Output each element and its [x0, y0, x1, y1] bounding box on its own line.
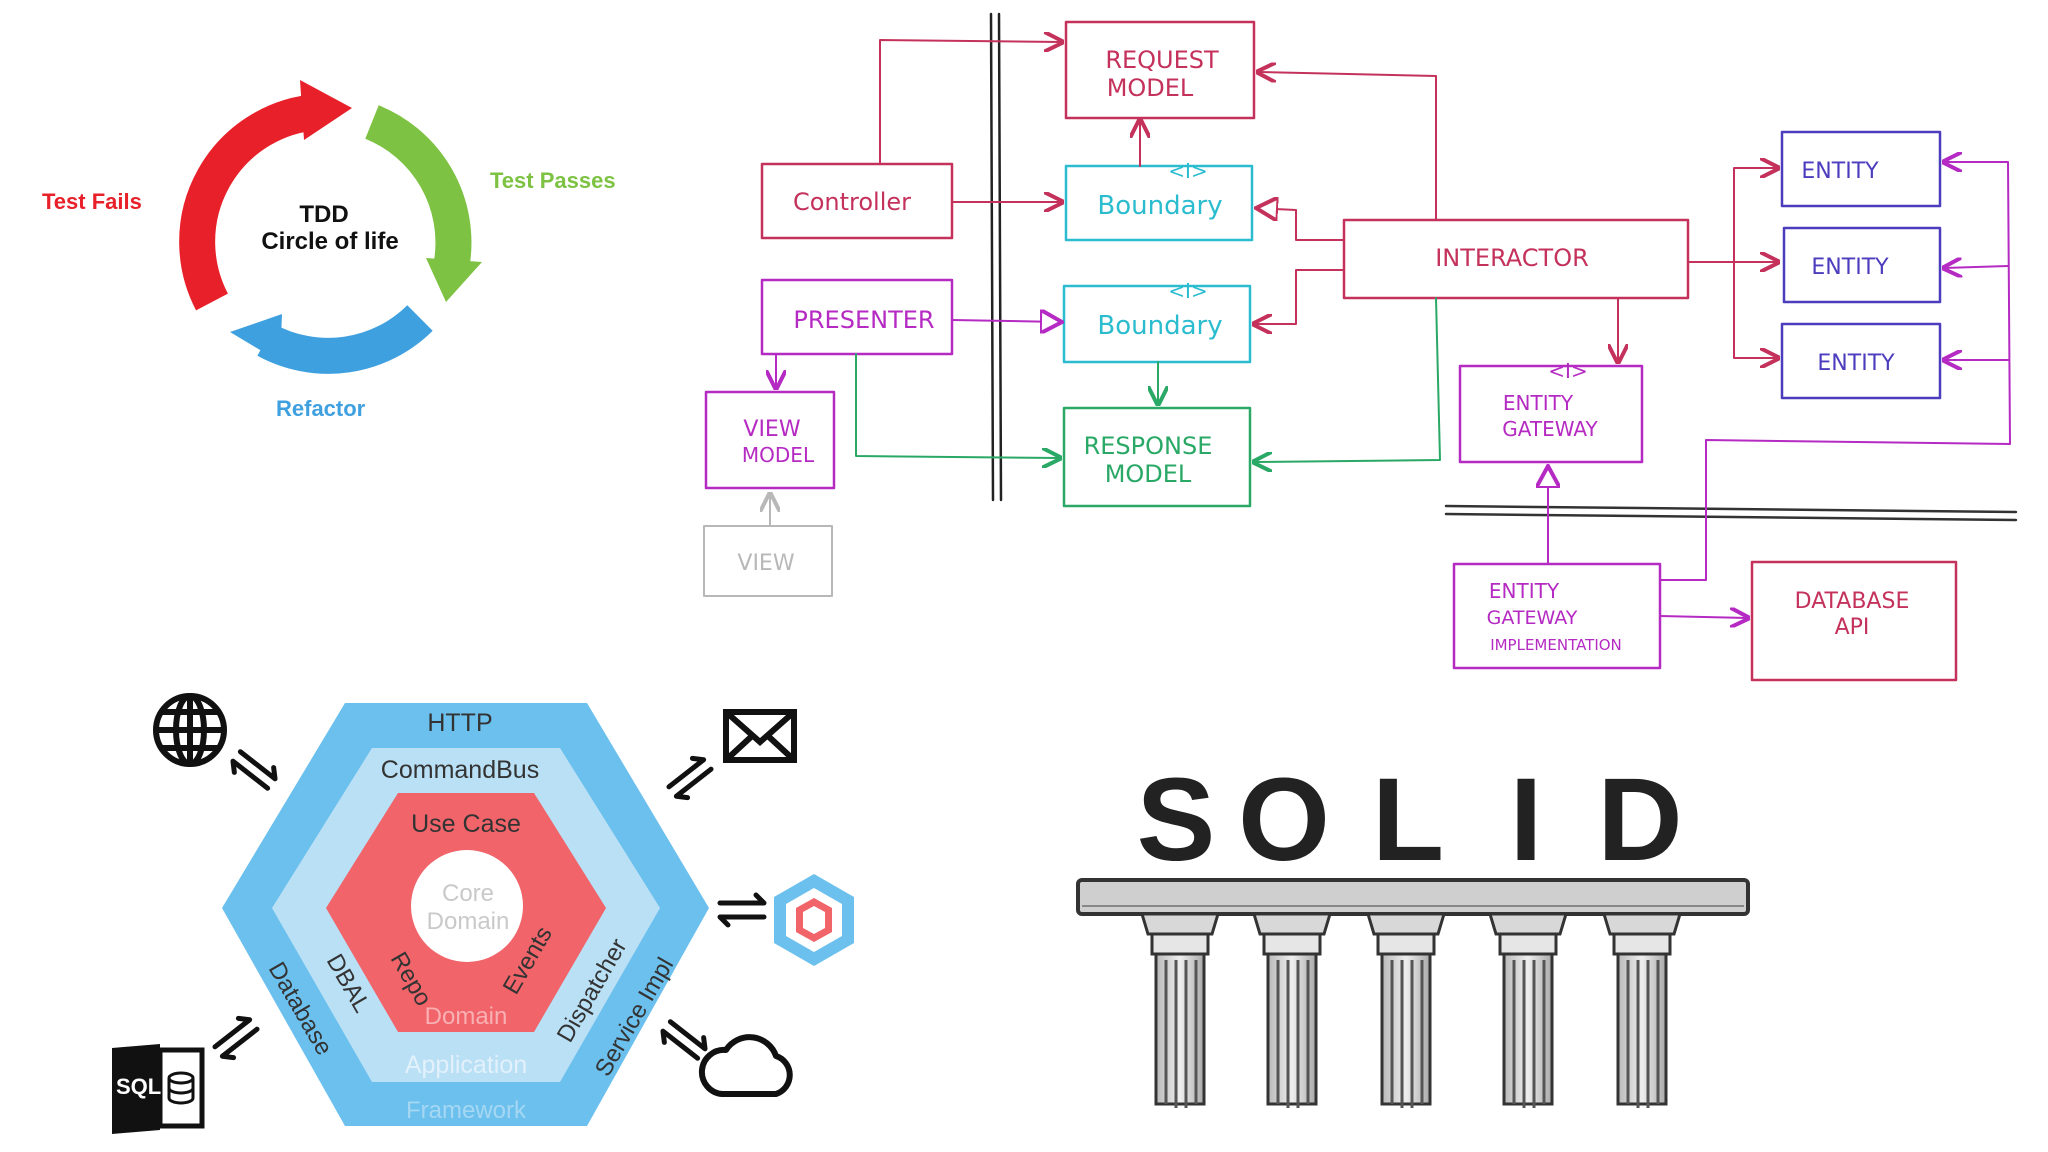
view-model-line1: VIEW: [743, 417, 800, 442]
interactor-box: [1342, 218, 1690, 300]
impl-to-entity-1-arrow: [1659, 162, 2011, 581]
view-model-line2: MODEL: [742, 443, 815, 467]
boundary-top-box: [1064, 164, 1254, 242]
response-model-box: [1062, 406, 1252, 508]
solid-column-3: [1365, 912, 1447, 1108]
solid-letter-d: D: [1597, 754, 1682, 886]
commandbus-label: CommandBus: [381, 756, 539, 784]
entity-label-1: ENTITY: [1801, 159, 1879, 184]
application-label: Application: [405, 1051, 527, 1079]
controller-to-request-arrow: [879, 40, 1062, 165]
boundary-bottom-interface: <I>: [1168, 279, 1207, 303]
presenter-to-response-arrow: [855, 353, 1060, 458]
solid-beam: [1076, 878, 1750, 916]
view-label: VIEW: [737, 551, 794, 576]
hexagonal-architecture: HTTP CommandBus Use Case Core Domain Dom…: [112, 693, 854, 1134]
interactor-to-request-arrow: [1258, 72, 1437, 221]
entity-gateway-impl-line3: IMPLEMENTATION: [1490, 636, 1622, 654]
domain-label: Domain: [425, 1003, 508, 1030]
boundary-top-label: Boundary: [1097, 191, 1222, 221]
entity-box-3: [1780, 322, 1942, 400]
blue-arrow: [257, 304, 433, 374]
db-boundary-line-b: [1444, 512, 2018, 522]
solid-column-4: [1487, 912, 1569, 1108]
entity-box-2: [1782, 226, 1942, 304]
refactor-label: Refactor: [276, 396, 366, 421]
request-model-line2: MODEL: [1107, 74, 1194, 102]
hexagon-logo-icon: [774, 874, 854, 966]
cloud-icon: [698, 1034, 793, 1097]
entity-gateway-line2: GATEWAY: [1502, 417, 1598, 441]
presenter-implements-boundary: [951, 320, 1062, 322]
database-api-box: [1750, 560, 1958, 682]
boundary-top-interface: <I>: [1168, 159, 1207, 183]
view-box: [703, 525, 833, 597]
view-model-box: [704, 390, 836, 490]
response-model-line1: RESPONSE: [1084, 432, 1213, 460]
database-api-line1: DATABASE: [1795, 589, 1910, 614]
interactor-to-entity-3: [1733, 261, 1778, 358]
impl-to-entity-2-arrow: [1944, 266, 2009, 268]
sql-label: SQL: [116, 1074, 161, 1099]
tdd-subtitle: Circle of life: [261, 228, 398, 255]
framework-label: Framework: [406, 1097, 527, 1124]
core-domain-label: Domain: [427, 908, 510, 935]
red-arrow-head: [300, 80, 352, 140]
boundary-bottom-label: Boundary: [1097, 311, 1222, 341]
request-model-line1: REQUEST: [1105, 46, 1219, 74]
blue-arrow-head: [230, 314, 282, 362]
entity-box-1: [1780, 130, 1942, 208]
boundary-line-a: [989, 12, 995, 502]
presenter-label: PRESENTER: [793, 306, 934, 334]
green-arrow-head: [426, 258, 482, 302]
envelope-icon: [723, 709, 797, 763]
interactor-implements-boundary-top: [1256, 208, 1345, 241]
solid-letter-o: O: [1238, 754, 1330, 886]
boundary-line-b: [997, 12, 1003, 502]
globe-icon: [153, 693, 227, 767]
test-fails-label: Test Fails: [42, 189, 142, 214]
impl-to-database-arrow: [1659, 616, 1748, 618]
green-arrow: [364, 105, 472, 265]
core-domain-circle: [411, 850, 523, 962]
entity-label-3: ENTITY: [1817, 351, 1895, 376]
interactor-to-entity-1: [1733, 168, 1778, 263]
tdd-cycle: TDD Circle of life Test Fails Test Passe…: [42, 80, 616, 421]
solid-letter-s: S: [1137, 754, 1216, 886]
solid-column-5: [1601, 912, 1683, 1108]
entity-label-2: ENTITY: [1811, 255, 1889, 280]
red-arrow: [179, 94, 320, 311]
request-model-box: [1064, 20, 1256, 120]
solid-letter-i: I: [1510, 754, 1543, 886]
sql-database-icon: SQL: [112, 1044, 205, 1134]
interactor-to-boundary-bottom: [1254, 269, 1345, 324]
clean-architecture-diagram: REQUEST MODEL Controller Boundary <I> IN…: [703, 12, 2018, 682]
entity-gateway-box: [1458, 364, 1644, 464]
interactor-label: INTERACTOR: [1435, 244, 1589, 272]
use-case-label: Use Case: [411, 810, 521, 838]
tdd-title: TDD: [299, 201, 348, 228]
solid-letter-l: L: [1372, 754, 1444, 886]
entity-gateway-impl-line1: ENTITY: [1489, 579, 1560, 603]
entity-gateway-interface: <I>: [1548, 359, 1587, 383]
response-model-line2: MODEL: [1105, 460, 1192, 488]
entity-gateway-line1: ENTITY: [1503, 391, 1574, 415]
database-api-line2: API: [1835, 615, 1870, 640]
db-boundary-line-a: [1444, 504, 2018, 514]
solid-column-2: [1251, 912, 1333, 1108]
solid-column-1: [1139, 912, 1221, 1108]
test-passes-label: Test Passes: [490, 168, 616, 193]
entity-gateway-impl-line2: GATEWAY: [1487, 607, 1578, 629]
exchange-arrows-icon: [212, 749, 767, 1061]
interactor-to-response-arrow: [1254, 297, 1441, 462]
core-label: Core: [442, 880, 494, 907]
controller-label: Controller: [793, 188, 911, 216]
http-label: HTTP: [427, 709, 492, 737]
solid-illustration: S O L I D: [1076, 754, 1750, 1108]
